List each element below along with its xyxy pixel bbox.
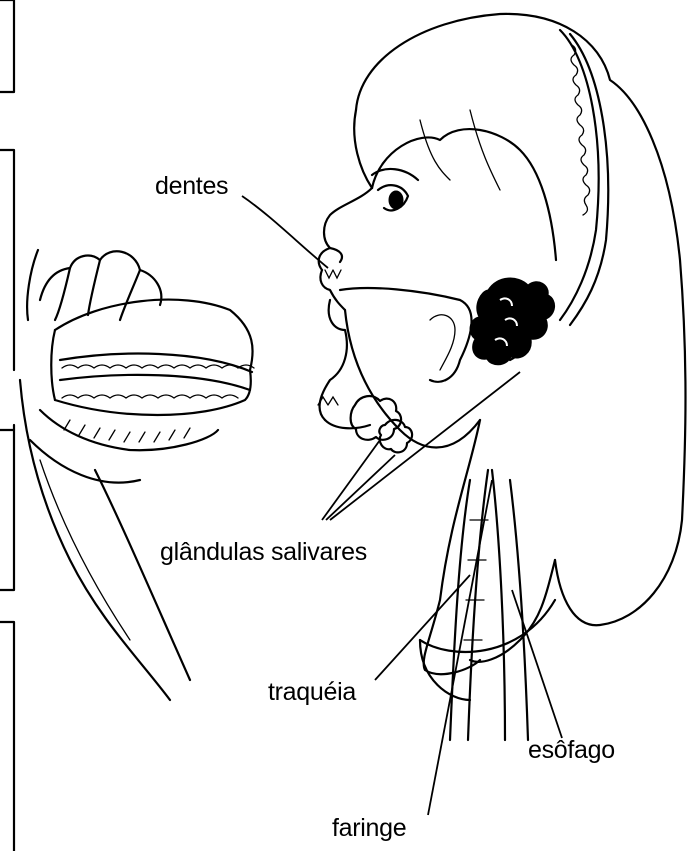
hand-with-sandwich	[20, 250, 254, 700]
submandibular-glands	[351, 396, 412, 452]
leader-glands-2	[326, 455, 395, 520]
label-trachea: traquéia	[268, 678, 356, 707]
leader-glands-3	[330, 372, 520, 520]
label-pharynx: faringe	[332, 814, 406, 843]
leader-esophagus	[512, 590, 562, 738]
leader-teeth	[242, 196, 328, 268]
leader-glands-1	[322, 440, 380, 520]
label-salivary-glands: glândulas salivares	[160, 538, 367, 567]
internal-anatomy	[318, 270, 555, 740]
label-esophagus: esôfago	[528, 736, 615, 765]
label-teeth: dentes	[155, 172, 228, 201]
left-frame-boxes	[0, 0, 14, 851]
parotid-gland	[470, 278, 555, 365]
